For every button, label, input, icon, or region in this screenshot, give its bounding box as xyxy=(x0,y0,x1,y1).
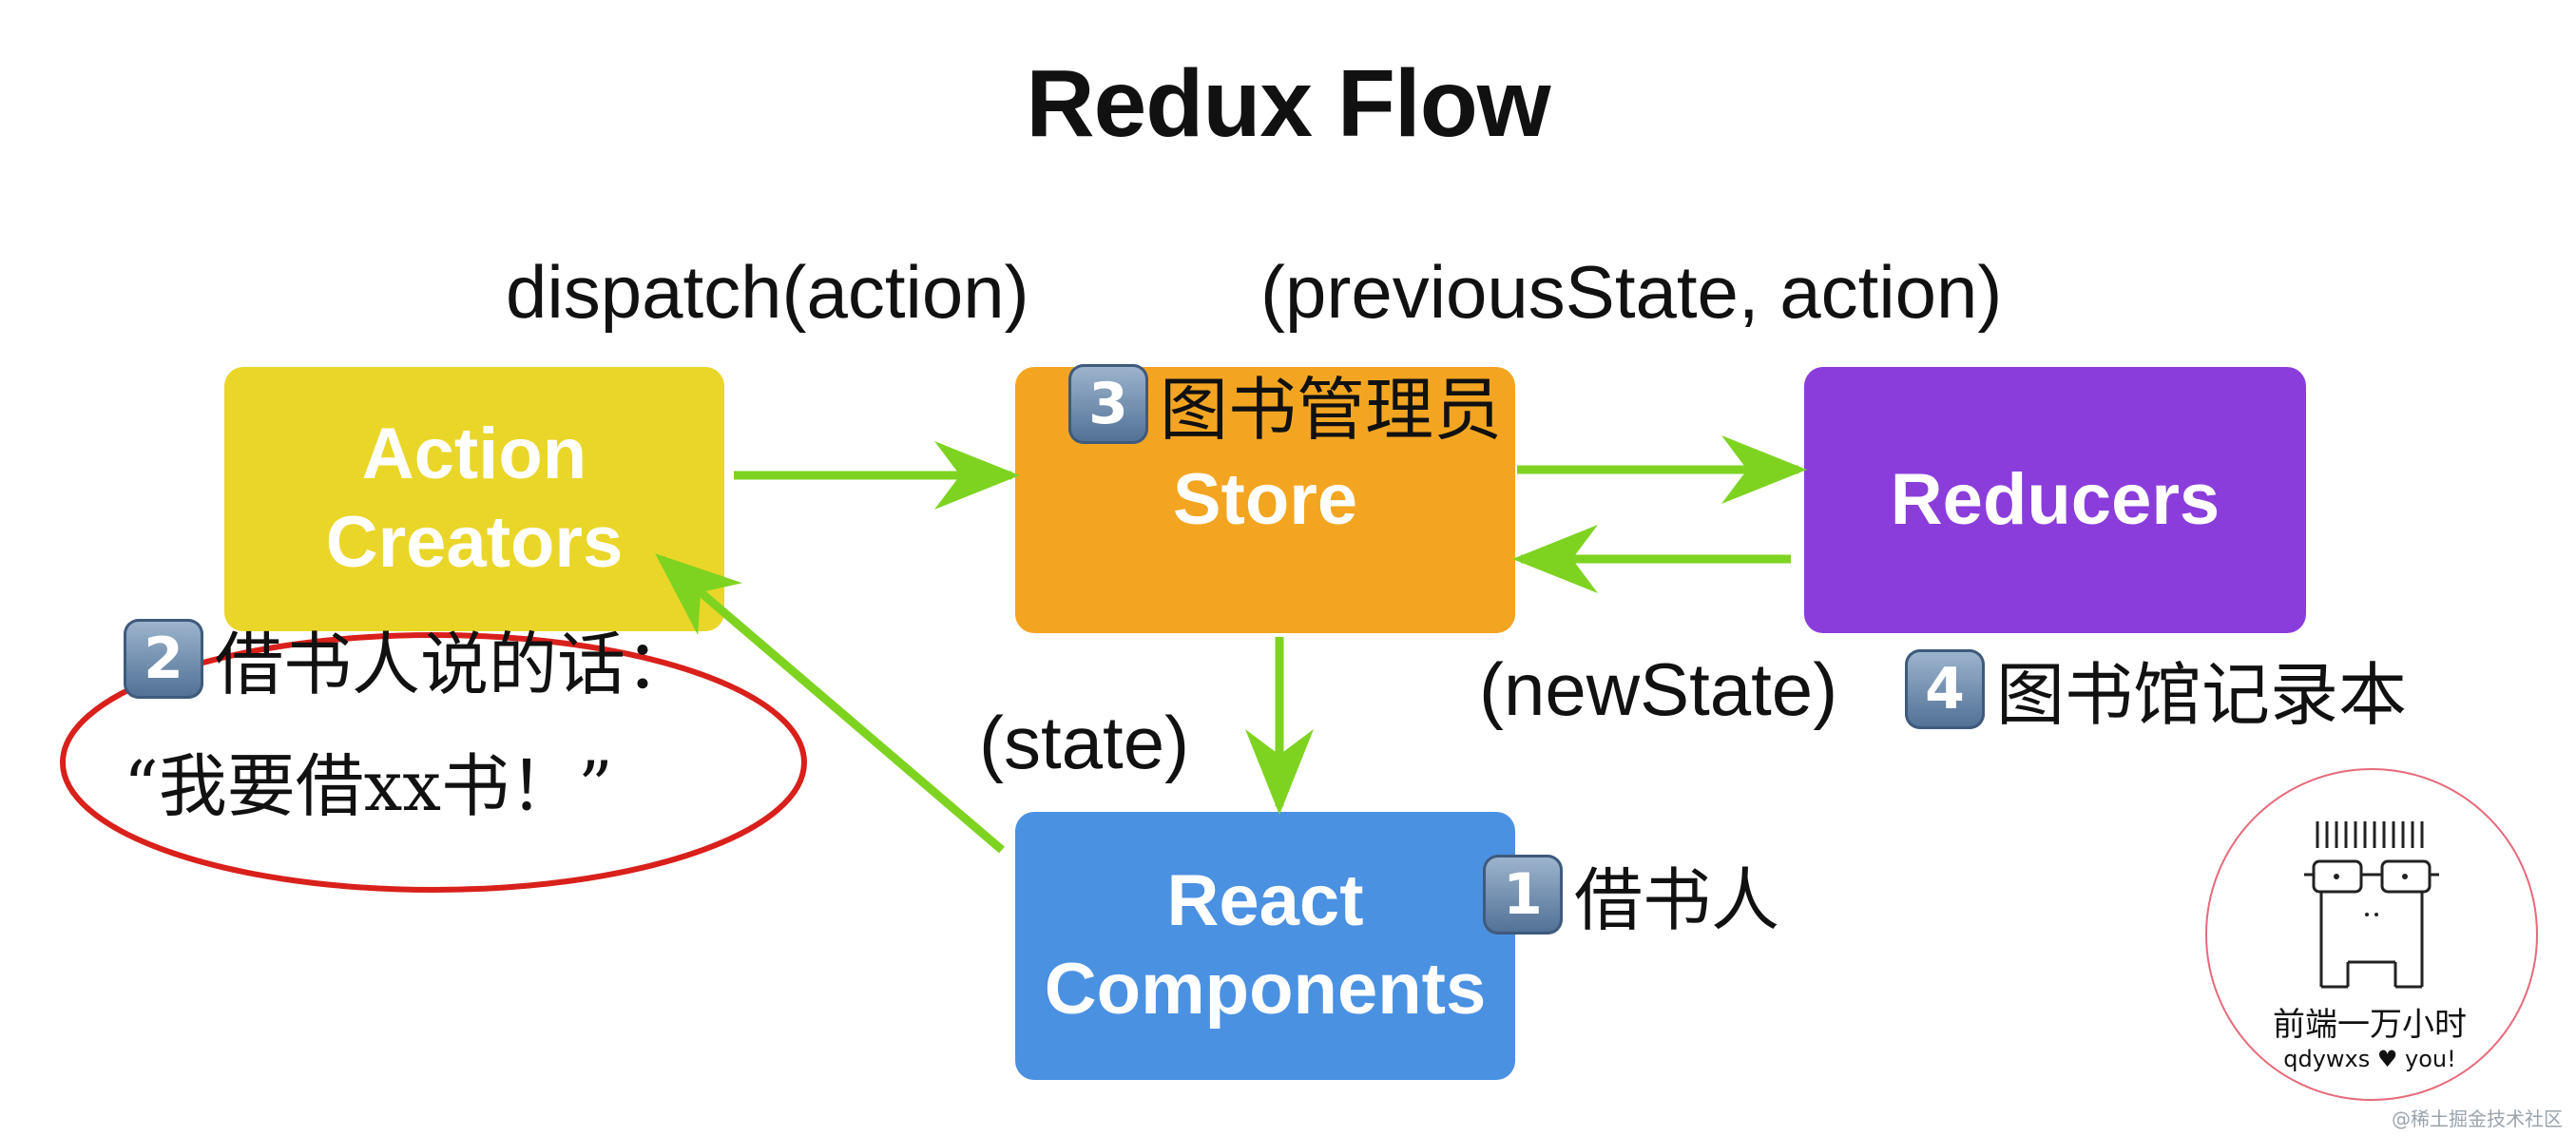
label-new-state: (newState) xyxy=(1479,647,1838,731)
annotation-library-record: 4 图书馆记录本 xyxy=(1905,639,2407,739)
node-action-creators-line1: Action xyxy=(361,414,587,495)
logo-face-icon xyxy=(2304,821,2439,989)
label-state: (state) xyxy=(979,701,1190,784)
annotation-borrower-quote: “我要借xx书！” xyxy=(124,746,613,826)
logo-subtitle: qdywxs ♥ you! xyxy=(2283,1046,2456,1072)
annotation-borrower-words: 2 借书人说的话： xyxy=(124,608,694,708)
node-react-components-line1: React xyxy=(1166,860,1364,942)
node-action-creators: Action Creators xyxy=(224,367,724,631)
diagram-title: Redux Flow xyxy=(1026,50,1550,157)
annotation-librarian: 3 图书管理员 xyxy=(1068,354,1502,453)
highlight-ellipse xyxy=(60,632,807,893)
logo-circle xyxy=(2205,768,2538,1101)
badge-3: 3 xyxy=(1068,363,1148,444)
annotation-borrower-text: 借书人 xyxy=(1574,860,1780,940)
badge-2: 2 xyxy=(124,618,203,699)
annotation-borrower-words-text: 借书人说的话： xyxy=(215,625,695,704)
arrow-components-to-action xyxy=(655,553,1005,854)
label-dispatch-action: dispatch(action) xyxy=(506,250,1029,334)
node-reducers-label: Reducers xyxy=(1890,458,2220,540)
node-reducers: Reducers xyxy=(1804,367,2306,633)
badge-1: 1 xyxy=(1483,854,1563,935)
node-action-creators-line2: Creators xyxy=(325,502,624,583)
logo-title: 前端一万小时 xyxy=(2273,1006,2467,1044)
annotation-library-record-text: 图书馆记录本 xyxy=(1996,655,2408,735)
node-react-components-line2: Components xyxy=(1044,949,1487,1030)
watermark: @稀土掘金技术社区 xyxy=(2392,1108,2563,1130)
annotation-borrower: 1 借书人 xyxy=(1483,844,1779,944)
node-react-components: React Components xyxy=(1015,812,1515,1080)
badge-4: 4 xyxy=(1905,648,1985,729)
node-store-label: Store xyxy=(1172,458,1358,540)
label-previous-state-action: (previousState, action) xyxy=(1260,250,2003,334)
annotation-librarian-text: 图书管理员 xyxy=(1160,370,1503,450)
